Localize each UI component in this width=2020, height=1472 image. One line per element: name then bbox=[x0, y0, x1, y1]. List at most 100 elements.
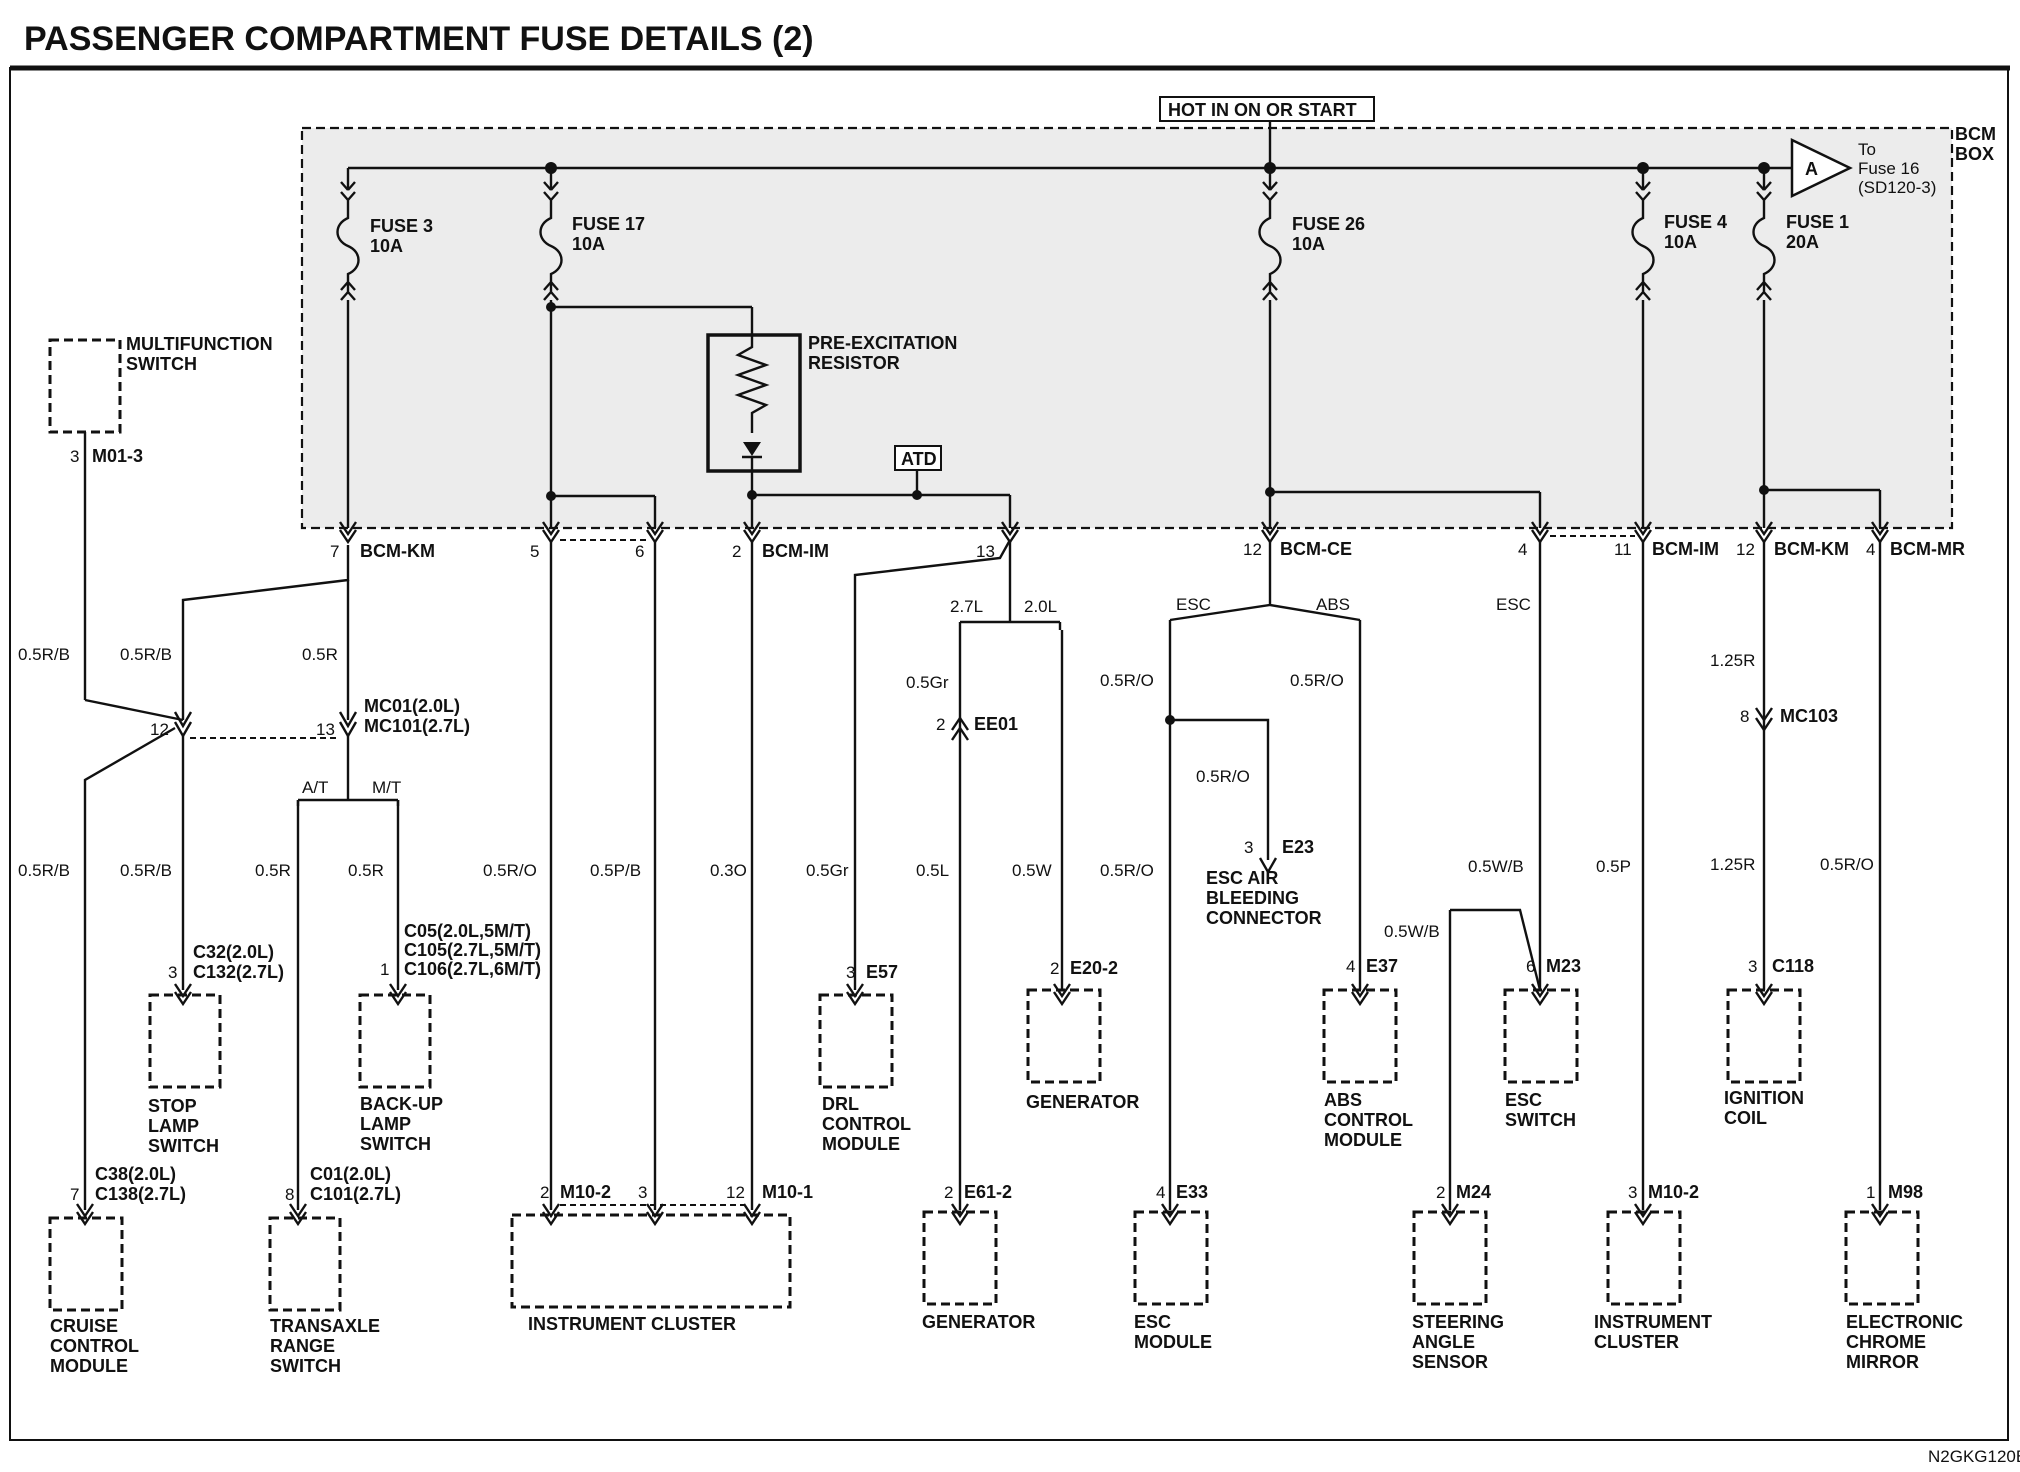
transaxle-range-switch bbox=[268, 1216, 342, 1312]
wire bbox=[83, 726, 176, 1210]
wire-color-label: 0.5R/B bbox=[120, 861, 172, 880]
bcm-box-label: BOX bbox=[1955, 144, 1994, 164]
fuse-1-rating: 20A bbox=[1786, 232, 1819, 252]
generator-bottom bbox=[922, 1210, 998, 1306]
fuse-17: FUSE 17 10A bbox=[539, 168, 645, 301]
connector-id: M01-3 bbox=[92, 446, 143, 466]
instrument-cluster-2 bbox=[1606, 1210, 1682, 1306]
component-label: MODULE bbox=[822, 1134, 900, 1154]
diode-symbol bbox=[743, 442, 761, 456]
connector-id: C38(2.0L) bbox=[95, 1164, 176, 1184]
off-page-arrow bbox=[1790, 138, 1853, 198]
connector-chevron bbox=[1258, 857, 1278, 875]
multifunction-switch-label: SWITCH bbox=[126, 354, 197, 374]
splice-branch-label: ESC bbox=[1176, 595, 1211, 614]
component-label: ABS bbox=[1324, 1090, 1362, 1110]
fuse-3: FUSE 3 10A bbox=[336, 181, 433, 301]
fuse-17-label: FUSE 17 bbox=[572, 214, 645, 234]
pin-number: 8 bbox=[285, 1185, 294, 1204]
fuse-26-rating: 10A bbox=[1292, 234, 1325, 254]
connector-id: M23 bbox=[1546, 956, 1581, 976]
connector-chevron bbox=[1755, 521, 1773, 545]
splice-id: MC101(2.7L) bbox=[364, 716, 470, 736]
wire-color-label: 0.5W/B bbox=[1384, 922, 1440, 941]
wire-color-label: 0.5R/B bbox=[18, 645, 70, 664]
resistor-symbol bbox=[734, 335, 770, 433]
connector-id: C138(2.7L) bbox=[95, 1184, 186, 1204]
wire-color-label: 0.5R/O bbox=[1100, 671, 1154, 690]
splice-branch-label: 2.0L bbox=[1024, 597, 1057, 616]
wire bbox=[853, 539, 1012, 990]
abs-control-module bbox=[1322, 988, 1398, 1084]
pin-number: 2 bbox=[936, 715, 945, 734]
wire-color-label: 1.25R bbox=[1710, 651, 1755, 670]
esc-switch bbox=[1503, 988, 1579, 1084]
splice-branch-label: A/T bbox=[302, 778, 328, 797]
connector-id: C05(2.0L,5M/T) bbox=[404, 921, 531, 941]
connector-id: E23 bbox=[1282, 837, 1314, 857]
component-label: CONTROL bbox=[1324, 1110, 1413, 1130]
bcm-pin: 4 bbox=[1866, 540, 1875, 559]
bcm-pin: 4 bbox=[1518, 540, 1527, 559]
wire-color-label: 0.5W/B bbox=[1468, 857, 1524, 876]
connector-id: C101(2.7L) bbox=[310, 1184, 401, 1204]
connector-id: C32(2.0L) bbox=[193, 942, 274, 962]
connector-id: C01(2.0L) bbox=[310, 1164, 391, 1184]
connector-chevron bbox=[1441, 1203, 1459, 1227]
connector-chevron bbox=[1053, 983, 1071, 1007]
pin-number: 2 bbox=[1436, 1183, 1445, 1202]
pin-number: 2 bbox=[944, 1183, 953, 1202]
pre-excitation-label: RESISTOR bbox=[808, 353, 900, 373]
component-label: STOP bbox=[148, 1096, 197, 1116]
connector-id: EE01 bbox=[974, 714, 1018, 734]
connector-chevron bbox=[174, 983, 192, 1007]
off-page-ref: (SD120-3) bbox=[1858, 178, 1936, 197]
connector-chevron bbox=[1634, 521, 1652, 545]
bcm-conn: BCM-KM bbox=[360, 541, 435, 561]
component-label: ESC AIR bbox=[1206, 868, 1278, 888]
connector-chevron bbox=[743, 1203, 761, 1227]
component-label: SWITCH bbox=[360, 1134, 431, 1154]
component-label: CONNECTOR bbox=[1206, 908, 1322, 928]
connector-chevron bbox=[339, 521, 357, 545]
atd-label: ATD bbox=[901, 449, 937, 469]
component-label: CONTROL bbox=[50, 1336, 139, 1356]
connector-id: C118 bbox=[1772, 956, 1814, 976]
connector-chevron bbox=[76, 1203, 94, 1227]
wire bbox=[84, 698, 184, 722]
component-label: BACK-UP bbox=[360, 1094, 443, 1114]
fuse-26: FUSE 26 10A bbox=[1258, 168, 1365, 301]
off-page-ref: Fuse 16 bbox=[1858, 159, 1919, 178]
pin-number: 4 bbox=[1346, 957, 1355, 976]
connector-chevron bbox=[542, 1203, 560, 1227]
connector-chevron bbox=[1531, 521, 1549, 545]
connector-chevron bbox=[846, 983, 864, 1007]
component-label: CHROME bbox=[1846, 1332, 1926, 1352]
component-label: STEERING bbox=[1412, 1312, 1504, 1332]
power-label-box bbox=[1159, 96, 1375, 122]
connector-id: M10-1 bbox=[762, 1182, 813, 1202]
component-label: INSTRUMENT CLUSTER bbox=[528, 1314, 736, 1334]
off-page-letter: A bbox=[1805, 159, 1818, 179]
wire-color-label: 1.25R bbox=[1710, 855, 1755, 874]
component-label: MODULE bbox=[1134, 1332, 1212, 1352]
connector-id: E61-2 bbox=[964, 1182, 1012, 1202]
steering-angle-sensor bbox=[1412, 1210, 1488, 1306]
component-label: GENERATOR bbox=[1026, 1092, 1139, 1112]
power-label: HOT IN ON OR START bbox=[1168, 100, 1357, 120]
connector-chevron bbox=[951, 715, 969, 741]
bcm-conn: BCM-CE bbox=[1280, 539, 1352, 559]
wire-color-label: 0.5R/O bbox=[1196, 767, 1250, 786]
wire-color-label: 0.5R/B bbox=[120, 645, 172, 664]
bcm-box-label: BCM bbox=[1955, 124, 1996, 144]
pin-number: 1 bbox=[380, 960, 389, 979]
electronic-chrome-mirror bbox=[1844, 1210, 1920, 1306]
component-label: TRANSAXLE bbox=[270, 1316, 380, 1336]
splice-id: MC01(2.0L) bbox=[364, 696, 460, 716]
connector-id: M24 bbox=[1456, 1182, 1491, 1202]
connector-chevron bbox=[1634, 1203, 1652, 1227]
cruise-control-module bbox=[48, 1216, 124, 1312]
splice-branch-label: 2.7L bbox=[950, 597, 983, 616]
connector-chevron bbox=[1871, 1203, 1889, 1227]
splice-branch-label: ESC bbox=[1496, 595, 1531, 614]
